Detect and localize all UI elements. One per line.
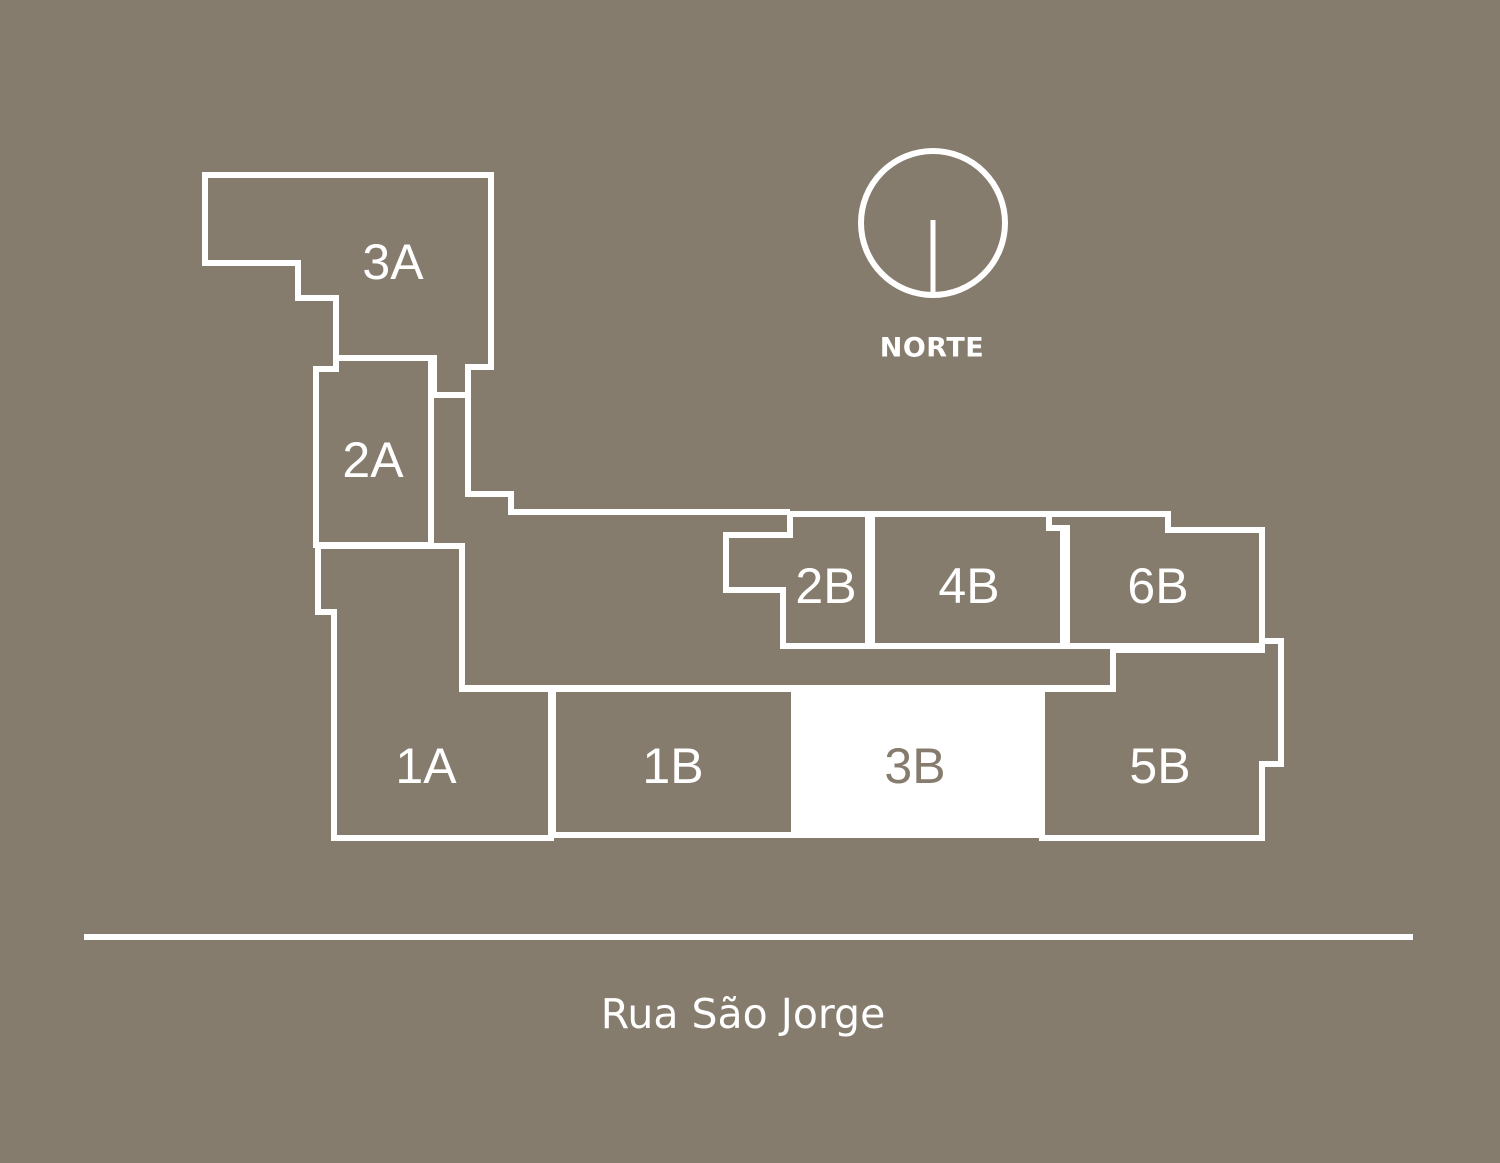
street-name: Rua São Jorge [601, 990, 886, 1038]
unit-1a[interactable]: 1A [315, 543, 554, 841]
unit-3a-outline [202, 172, 494, 398]
unit-label-3b: 3B [884, 738, 945, 794]
unit-2a[interactable]: 2A [313, 355, 434, 548]
unit-2b[interactable]: 2B [723, 511, 871, 649]
unit-label-6b: 6B [1127, 558, 1188, 614]
unit-4b[interactable]: 4B [869, 511, 1066, 649]
unit-label-2a: 2A [342, 432, 404, 488]
unit-1b[interactable]: 1B [550, 686, 797, 838]
unit-3b[interactable]: 3B [794, 686, 1042, 838]
compass-label: NORTE [880, 333, 985, 364]
unit-label-3a: 3A [362, 234, 424, 290]
unit-2b-outline [723, 511, 871, 649]
unit-5b[interactable]: 5B [1039, 638, 1284, 841]
corridor-outline [434, 364, 1116, 691]
unit-5b-outline [1039, 638, 1284, 841]
unit-label-5b: 5B [1129, 738, 1190, 794]
unit-label-4b: 4B [938, 558, 999, 614]
unit-1a-outline [315, 543, 554, 841]
unit-label-1a: 1A [395, 738, 457, 794]
unit-3a[interactable]: 3A [202, 172, 494, 398]
unit-label-1b: 1B [642, 738, 703, 794]
unit-label-2b: 2B [795, 558, 856, 614]
north-compass-icon [858, 148, 1008, 298]
unit-6b[interactable]: 6B [1046, 511, 1265, 649]
unit-6b-outline [1046, 511, 1265, 649]
